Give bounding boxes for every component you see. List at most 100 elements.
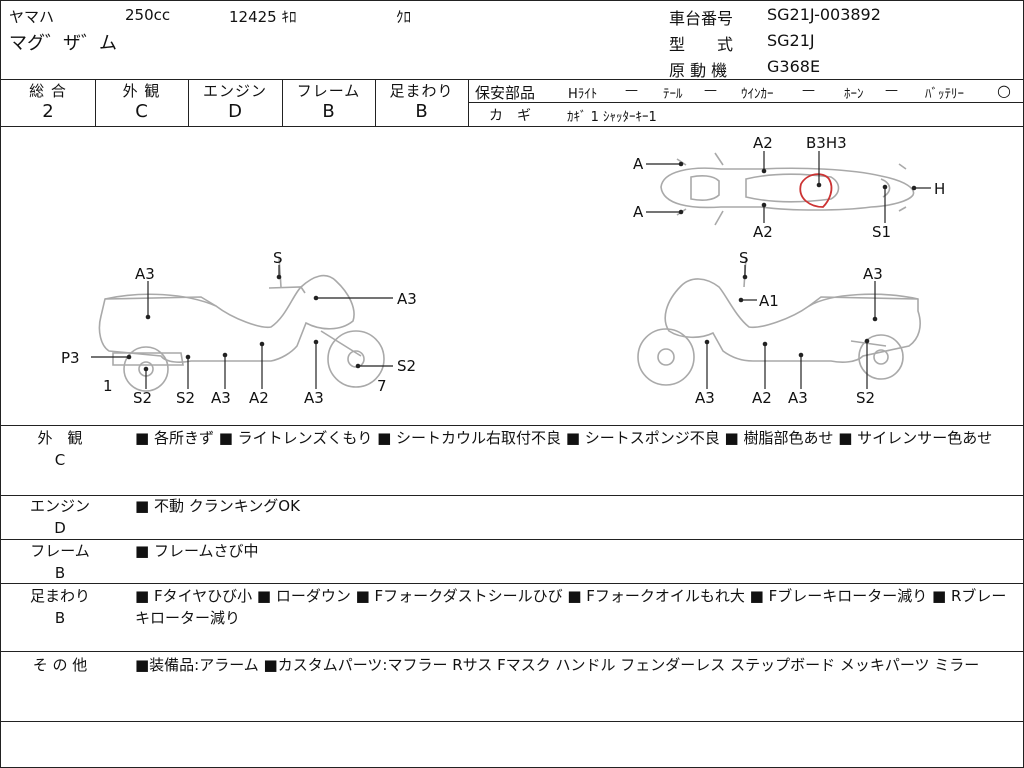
damage-diagram: A A A2 A2 B3H3 H S1 S A3 A3 P3 1 S2 S2 A… xyxy=(61,134,945,407)
label: A3 xyxy=(135,265,155,283)
grade-label: 総 合 xyxy=(29,82,67,100)
label: A3 xyxy=(788,389,808,407)
label: A2 xyxy=(753,223,773,241)
remark-other: ■装備品:アラーム ■カスタムパーツ:マフラー Rサス Fマスク ハンドル フェ… xyxy=(135,656,980,674)
divider xyxy=(1,539,1024,540)
divider xyxy=(1,721,1024,722)
remark-head-frame: フレーム B xyxy=(1,540,119,584)
label: S2 xyxy=(856,389,875,407)
remark-head-suspension: 足まわり B xyxy=(1,585,119,629)
safety-mark: — xyxy=(625,83,638,98)
remark-title: 外 観 xyxy=(37,429,83,447)
maker: ヤマハ xyxy=(9,8,55,26)
grade-value: C xyxy=(135,101,148,122)
type-value: SG21J xyxy=(767,31,815,50)
grade-value: B xyxy=(415,101,428,122)
grade-label: 足まわり xyxy=(389,82,454,100)
label: A3 xyxy=(397,290,417,308)
scooter-top-view xyxy=(660,152,915,226)
model-name: マグ゛ザ゛ム xyxy=(9,33,117,54)
divider xyxy=(282,79,283,126)
leader-lines xyxy=(91,151,931,389)
safety-label: 保安部品 xyxy=(475,84,536,102)
label: B3H3 xyxy=(806,134,847,152)
mileage: 12425 ｷﾛ xyxy=(229,8,297,26)
grade-value: B xyxy=(322,101,335,122)
remark-head-other: そ の 他 xyxy=(1,654,119,676)
label: P3 xyxy=(61,349,80,367)
remark-title: そ の 他 xyxy=(32,656,88,674)
divider xyxy=(1,425,1024,426)
remark-title: エンジン xyxy=(29,497,90,515)
grade-overall: 総 合 2 xyxy=(1,80,95,126)
remark-head-exterior: 外 観 C xyxy=(1,427,119,471)
label: S2 xyxy=(397,357,416,375)
grade-value: 2 xyxy=(42,101,54,122)
remark-grade: B xyxy=(54,564,66,582)
divider xyxy=(1,126,1024,127)
grade-frame: フレーム B xyxy=(282,80,375,126)
label: A2 xyxy=(753,134,773,152)
safety-item-battery: ﾊﾞｯﾃﾘｰ xyxy=(925,87,964,102)
key-label: カ ギ xyxy=(489,108,531,124)
remark-grade: B xyxy=(54,609,66,627)
remark-exterior: ■ 各所きず ■ ライトレンズくもり ■ シートカウル右取付不良 ■ シートスポ… xyxy=(135,429,993,447)
remark-title: 足まわり xyxy=(29,587,90,605)
frame-no: SG21J-003892 xyxy=(767,5,881,24)
label: A3 xyxy=(695,389,715,407)
label: S1 xyxy=(872,223,891,241)
safety-item-headlight: Hﾗｲﾄ xyxy=(568,87,598,102)
label: S2 xyxy=(176,389,195,407)
grade-exterior: 外 観 C xyxy=(95,80,188,126)
label: A1 xyxy=(759,292,779,310)
label: 7 xyxy=(377,377,387,395)
remark-head-engine: エンジン D xyxy=(1,495,119,539)
divider xyxy=(1,495,1024,496)
label: A xyxy=(633,203,644,221)
label: H xyxy=(934,180,945,198)
remark-suspension: ■ Fタイヤひび小 ■ ローダウン ■ Fフォークダストシールひび ■ Fフォー… xyxy=(135,587,1007,627)
safety-item-winker: ｳｲﾝｶｰ xyxy=(741,87,774,102)
grade-label: フレーム xyxy=(296,82,361,100)
label: A2 xyxy=(249,389,269,407)
divider xyxy=(1,651,1024,652)
remark-grade: D xyxy=(54,519,66,537)
engine-label: 原 動 機 xyxy=(669,61,728,80)
remark-frame: ■ フレームさび中 xyxy=(135,542,259,560)
label: 1 xyxy=(103,377,113,395)
remark-grade: C xyxy=(54,451,66,469)
type-label: 型 式 xyxy=(669,35,734,54)
safety-item-tail: ﾃｰﾙ xyxy=(663,87,683,102)
divider xyxy=(95,79,96,126)
color: ｸﾛ xyxy=(396,8,412,26)
displacement: 250cc xyxy=(125,6,171,24)
divider xyxy=(468,102,1024,103)
label: A2 xyxy=(752,389,772,407)
divider xyxy=(1,583,1024,584)
remark-engine: ■ 不動 クランキングOK xyxy=(135,497,300,515)
label: A3 xyxy=(304,389,324,407)
divider xyxy=(1,79,1024,80)
grade-suspension: 足まわり B xyxy=(375,80,468,126)
damage-mark xyxy=(799,173,833,208)
grade-engine: エンジン D xyxy=(188,80,282,126)
damage-points xyxy=(126,161,917,372)
grade-label: 外 観 xyxy=(122,82,161,100)
grade-label: エンジン xyxy=(202,82,267,100)
safety-mark: ○ xyxy=(997,81,1011,100)
label: S xyxy=(273,249,283,267)
safety-item-horn: ﾎｰﾝ xyxy=(844,87,864,102)
label: S2 xyxy=(133,389,152,407)
key-value: ｶｷﾞ 1 ｼｬｯﾀｰｷｰ1 xyxy=(567,110,657,125)
engine-value: G368E xyxy=(767,57,821,76)
divider xyxy=(188,79,189,126)
label: A xyxy=(633,155,644,173)
label: S xyxy=(739,249,749,267)
safety-mark: — xyxy=(704,83,717,98)
safety-mark: — xyxy=(802,83,815,98)
divider xyxy=(375,79,376,126)
safety-mark: — xyxy=(885,83,898,98)
diagram-labels: A A A2 A2 B3H3 H S1 S A3 A3 P3 1 S2 S2 A… xyxy=(61,134,945,407)
remark-title: フレーム xyxy=(30,542,90,560)
